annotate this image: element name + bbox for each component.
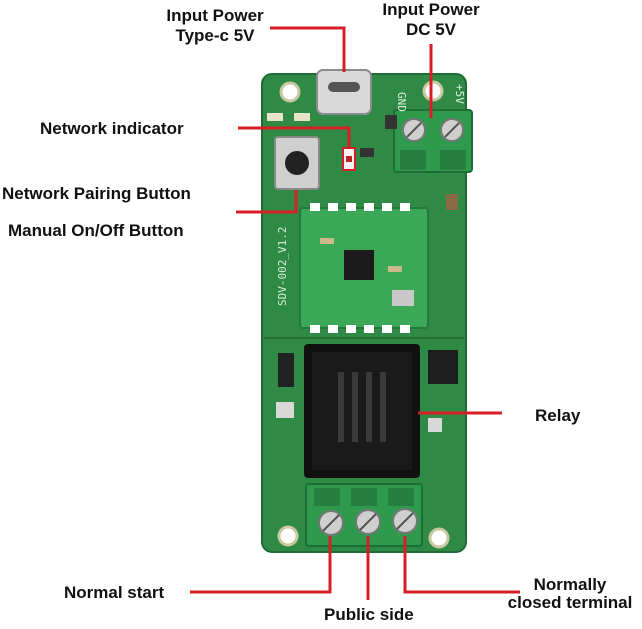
usb-typec-port <box>328 82 360 92</box>
label-line: Type-c 5V <box>175 26 255 45</box>
label-input-power-typec: Input Power Type-c 5V <box>150 6 280 46</box>
silk-model: SDV-002_V1.2 <box>276 227 289 306</box>
transistor <box>428 350 458 384</box>
smd-component <box>278 353 294 387</box>
mounting-hole <box>277 525 299 547</box>
leader-pairing-button <box>236 190 298 214</box>
pairing-button-cap <box>285 151 309 175</box>
smd-component <box>320 238 334 244</box>
smd-component <box>385 115 397 129</box>
label-manual-on-off-button: Manual On/Off Button <box>8 221 184 240</box>
label-line: Normally <box>533 575 607 594</box>
label-line: Input Power <box>166 6 264 25</box>
smd-component <box>360 148 374 157</box>
silk-gnd: GND <box>395 92 408 112</box>
relay-markings <box>338 372 386 442</box>
mounting-hole <box>422 80 444 102</box>
label-network-pairing-button: Network Pairing Button <box>2 184 191 203</box>
smd-component <box>446 194 458 210</box>
label-public-side: Public side <box>324 605 414 624</box>
smd-component <box>388 266 402 272</box>
label-input-power-dc: Input Power DC 5V <box>366 0 496 40</box>
label-network-indicator: Network indicator <box>40 119 184 138</box>
leader-network-indicator <box>238 126 351 148</box>
mounting-hole <box>279 81 301 103</box>
mounting-hole <box>428 527 450 549</box>
label-line: closed terminal <box>507 593 633 612</box>
leader-normal-start <box>190 536 332 594</box>
module-chip <box>344 250 374 280</box>
smd-component <box>392 290 414 306</box>
silk-5v: +5V <box>453 84 466 104</box>
leader-normally-closed <box>403 536 520 594</box>
module-castellations <box>310 203 410 333</box>
label-line: Input Power <box>382 0 480 19</box>
label-line: DC 5V <box>405 20 457 39</box>
smd-component <box>276 402 294 418</box>
smd-component <box>267 113 283 121</box>
smd-component <box>294 113 310 121</box>
label-normally-closed-terminal: Normally closed terminal <box>498 576 642 612</box>
smd-component <box>428 418 442 432</box>
leader-typec <box>270 26 346 72</box>
label-relay: Relay <box>535 406 581 425</box>
label-normal-start: Normal start <box>64 583 165 602</box>
